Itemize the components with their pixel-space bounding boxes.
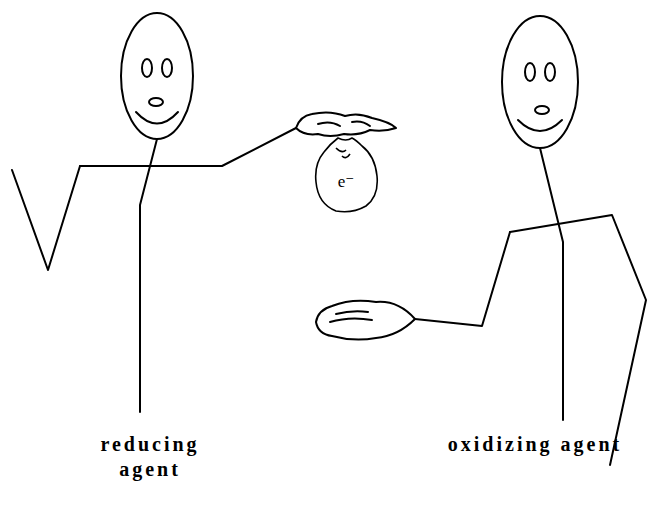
agent-label: reducing agent: [70, 432, 230, 482]
electron-symbol: e⁻: [338, 171, 355, 192]
electron-bag: e⁻: [312, 134, 380, 214]
bag-shape: [316, 138, 378, 212]
oxidizing-figure: [316, 16, 646, 465]
reducing-figure: [12, 13, 396, 412]
agent-label: oxidizing agent: [440, 432, 630, 457]
